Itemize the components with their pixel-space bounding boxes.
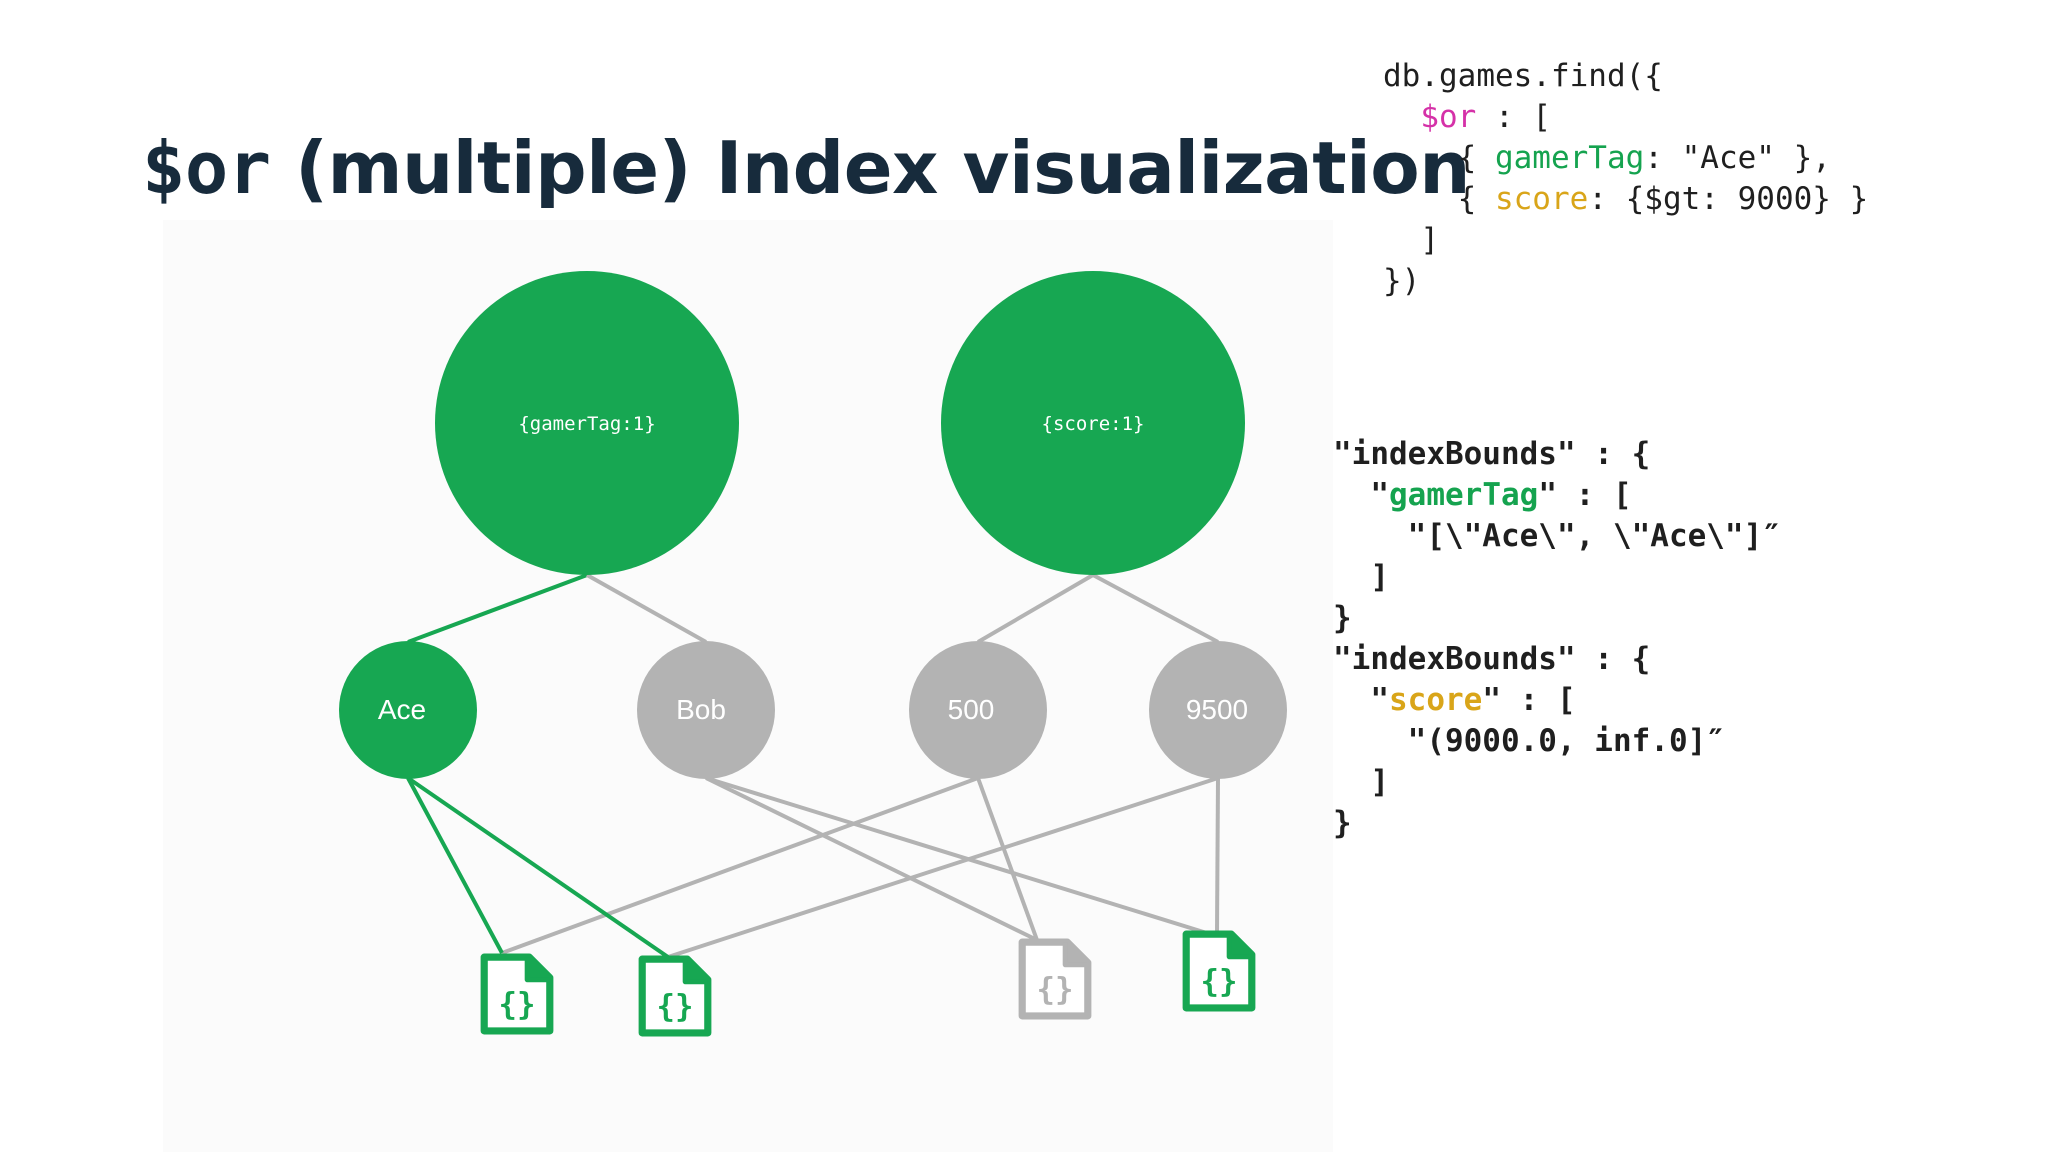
json-document-icon [1022, 942, 1088, 1016]
edge-9500-doc2 [667, 776, 1219, 959]
query-or-keyword: $or [1420, 99, 1477, 135]
bounds1-key-quote: " [1370, 477, 1389, 513]
edge-9500-doc4 [1215, 777, 1220, 933]
key-node-9500: 9500 [1149, 641, 1287, 779]
bounds1-close-bracket: ] [1370, 559, 1389, 595]
bounds2-header: "indexBounds" : { [1333, 641, 1651, 677]
index-bounds-code-block: "indexBounds" : { "gamerTag" : [ "[\"Ace… [1333, 434, 1781, 844]
index-key-edges [407, 573, 1219, 644]
key-node-ace-label: Ace [378, 694, 426, 725]
key-node-500: 500 [909, 641, 1047, 779]
edge-500-doc1 [501, 776, 979, 955]
bounds2-value: "(9000.0, inf.0]″ [1407, 723, 1725, 759]
key-node-500-label: 500 [948, 694, 995, 725]
index-node-score-label: {score:1} [1042, 413, 1145, 435]
key-document-edges [406, 776, 1220, 959]
bounds2-close-brace: } [1333, 805, 1352, 841]
edge-score-9500 [1092, 573, 1219, 644]
json-document-icon [642, 959, 708, 1033]
edge-gamertag-ace [407, 573, 588, 644]
query-close-call: }) [1383, 263, 1421, 299]
title-text: (multiple) Index visualization [270, 126, 1471, 210]
bounds2-key-rest: " : [ [1482, 682, 1576, 718]
query-line-find: db.games.find({ [1383, 58, 1663, 94]
bounds1-header: "indexBounds" : { [1333, 436, 1651, 472]
bounds1-key-rest: " : [ [1538, 477, 1632, 513]
edge-bob-doc3 [705, 776, 1038, 942]
title-or-operator: $or [142, 126, 271, 210]
bounds1-value: "[\"Ace\", \"Ace\"]″ [1407, 518, 1781, 554]
query-score-keyword: score [1494, 181, 1589, 217]
json-document-icon [484, 957, 550, 1031]
query-cond1-rest: : "Ace" }, [1644, 140, 1831, 176]
bounds2-close-bracket: ] [1370, 764, 1389, 800]
edge-ace-doc1 [406, 777, 504, 954]
edge-500-doc3 [976, 777, 1039, 941]
slide-title: $or (multiple) Index visualization [142, 118, 1471, 218]
query-cond2-rest: : {$gt: 9000} } [1588, 181, 1869, 217]
bounds2-score-keyword: score [1389, 682, 1483, 718]
bounds1-close-brace: } [1333, 600, 1352, 636]
query-cond1-open: { [1457, 140, 1495, 176]
json-document-icon [1186, 934, 1252, 1008]
edge-score-500 [976, 573, 1095, 644]
bounds1-gamertag-keyword: gamerTag [1389, 477, 1539, 513]
edge-bob-doc4 [705, 776, 1211, 936]
query-code-block: db.games.find({ $or : [ { gamerTag: "Ace… [1383, 56, 1868, 302]
key-node-9500-label: 9500 [1186, 694, 1248, 725]
key-node-ace: Ace [339, 641, 477, 779]
index-node-score: {score:1} [941, 271, 1245, 575]
bounds2-key-quote: " [1370, 682, 1389, 718]
query-close-bracket: ] [1420, 222, 1439, 258]
query-gamertag-keyword: gamerTag [1494, 140, 1645, 176]
query-or-rest: : [ [1476, 99, 1551, 135]
query-cond2-open: { [1457, 181, 1495, 217]
key-node-bob-label: Bob [676, 694, 726, 725]
index-node-gamertag-label: {gamerTag:1} [518, 413, 655, 435]
edge-gamertag-bob [586, 573, 707, 644]
index-node-gamertag: {gamerTag:1} [435, 271, 739, 575]
edge-ace-doc2 [406, 776, 670, 959]
key-node-bob: Bob [637, 641, 775, 779]
